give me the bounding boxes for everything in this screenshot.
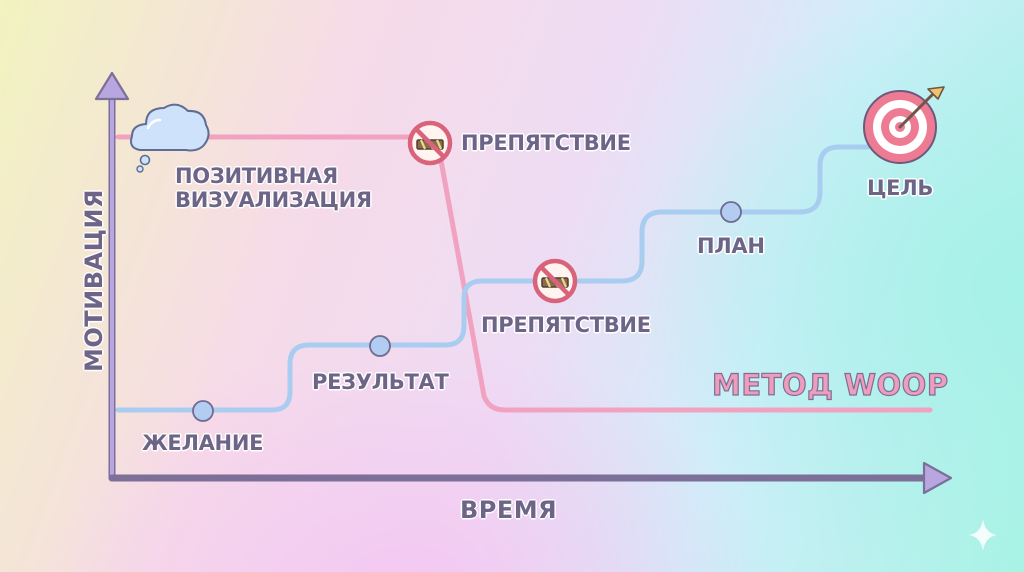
obstacle-top-label: ПРЕПЯТСТВИЕ [461, 131, 631, 155]
x-axis-label: ВРЕМЯ [460, 496, 558, 524]
y-axis-label: МОТИВАЦИЯ [80, 189, 108, 372]
outcome-marker [369, 335, 391, 357]
visualization-path [115, 134, 933, 413]
prohibition-icon [407, 120, 453, 166]
wish-label: ЖЕЛАНИЕ [142, 431, 264, 455]
outcome-label: РЕЗУЛЬТАТ [312, 370, 449, 394]
plan-label: ПЛАН [697, 234, 765, 258]
axes [94, 71, 953, 495]
goal-label: ЦЕЛЬ [867, 176, 934, 200]
visualization-label: ПОЗИТИВНАЯ ВИЗУАЛИЗАЦИЯ [175, 164, 372, 212]
target-icon [863, 86, 945, 164]
plan-marker [720, 201, 742, 223]
x-axis-arrow [922, 461, 953, 495]
sparkle-icon [969, 519, 997, 551]
y-axis-arrow [94, 71, 130, 101]
brand-title: МЕТОД WOOP [711, 367, 949, 402]
prohibition-icon [532, 258, 578, 304]
obstacle-mid-label: ПРЕПЯТСТВИЕ [481, 313, 651, 337]
cloud-icon [130, 103, 210, 173]
wish-marker [192, 400, 214, 422]
